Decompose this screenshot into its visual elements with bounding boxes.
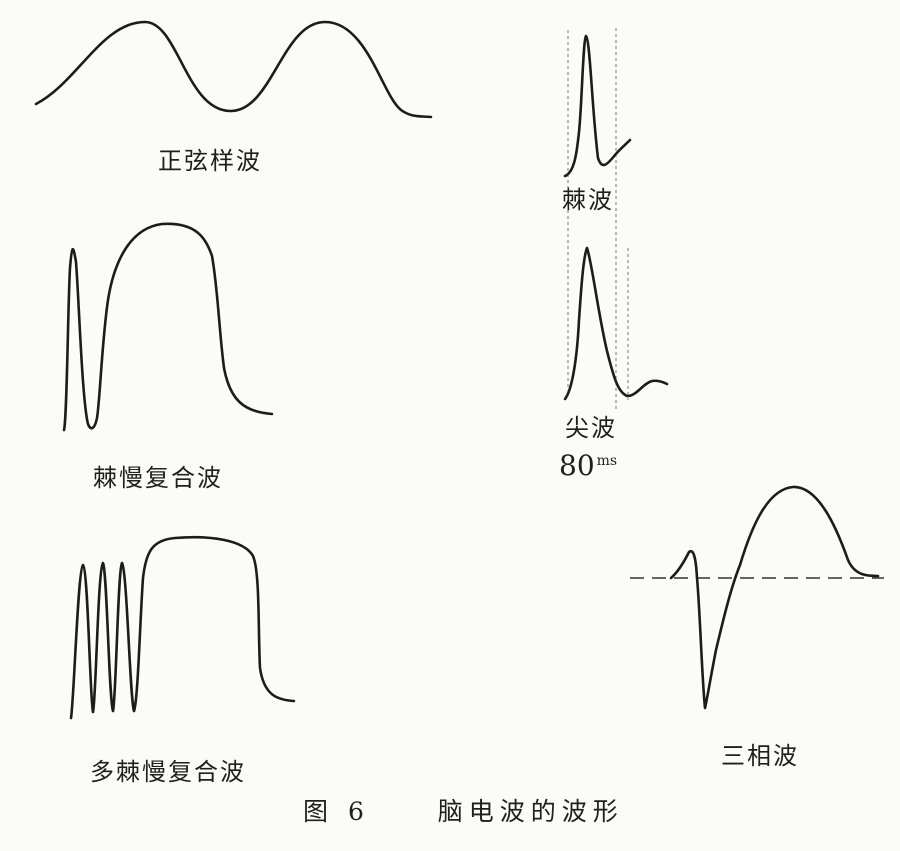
duration-value: 80	[559, 449, 595, 482]
figure-title: 脑电波的波形	[437, 797, 624, 826]
sharp-waveform	[563, 246, 669, 401]
figure-number: 图 6	[303, 797, 370, 826]
sine-waveform	[34, 20, 433, 119]
triphasic-waveform	[669, 485, 880, 710]
label-sine-wave: 正弦样波	[158, 147, 262, 175]
label-spike-wave: 棘波	[562, 186, 614, 214]
figure-caption: 图 6 脑电波的波形	[303, 799, 624, 824]
spike-waveform	[563, 34, 632, 178]
duration-unit: ms	[596, 453, 618, 469]
label-poly-spike-slow-complex: 多棘慢复合波	[90, 758, 246, 786]
label-triphasic-wave: 三相波	[721, 742, 799, 770]
poly-spike-slow-waveform	[69, 535, 296, 720]
spike-slow-waveform	[62, 222, 274, 432]
label-sharp-wave: 尖波	[565, 414, 617, 442]
label-spike-slow-complex: 棘慢复合波	[93, 464, 223, 492]
spike-time-guides	[567, 28, 629, 410]
